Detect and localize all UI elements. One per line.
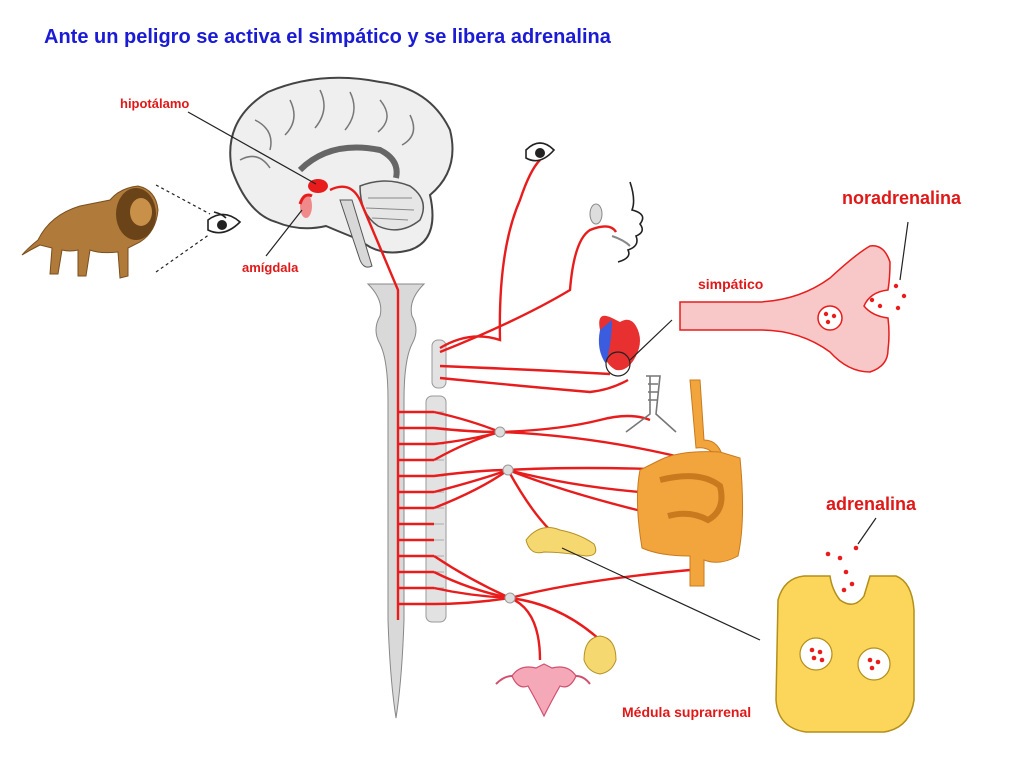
lion-image [21,185,159,279]
hypothalamus-pointer [187,111,317,185]
eye-icon-top [525,142,556,162]
amygdala-label: amígdala [242,260,299,275]
pancreas-icon [525,527,597,557]
adrenal-medulla-cell [775,545,915,733]
gaze-line-top [155,184,211,215]
heart-icon [598,315,640,377]
adrenaline-pointer [857,517,877,545]
hypothalamus-label: hipotálamo [120,96,190,111]
trachea-icon [625,375,677,433]
gaze-line-bottom [155,233,211,273]
synapse-terminal [679,245,907,373]
face-icon [589,181,644,263]
adrenaline-label: adrenalina [826,494,917,514]
spinal-cord [366,283,447,719]
sympathetic-nerves [329,159,701,661]
pancreas-pointer [561,547,761,641]
uterus-icon [495,663,591,718]
amygdala-pointer [265,209,303,257]
adrenal-medulla-label: Médula suprarrenal [622,704,752,720]
heart-pointer [629,319,673,361]
brain-icon [229,76,454,268]
eye-icon [207,211,242,234]
page-title: Ante un peligro se activa el simpático y… [44,26,611,48]
ganglia [494,426,516,604]
noradrenaline-pointer [899,221,909,281]
intestine-icon [636,379,744,587]
noradrenaline-label: noradrenalina [842,188,962,208]
sympathetic-label: simpático [698,276,764,292]
bladder-icon [583,635,617,675]
